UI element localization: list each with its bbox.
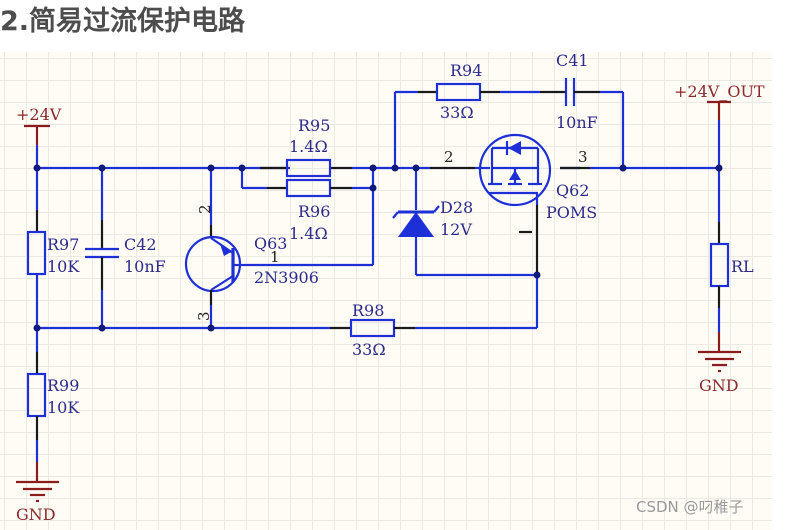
resistor-r99: R99 10K (26, 328, 80, 462)
r97-value: 10K (47, 257, 80, 276)
c42-value: 10nF (124, 257, 166, 276)
mosfet-q62: 2 3 Q62 POMS (444, 133, 597, 275)
junction-dot (715, 164, 723, 172)
d28-value: 12V (440, 220, 472, 239)
gnd-left-label: GND (16, 505, 56, 524)
resistor-rl: RL (709, 168, 754, 332)
schematic-image: +24V R97 10K C42 10nF R95 1.4Ω (0, 52, 772, 530)
q62-ref: Q62 (556, 181, 589, 200)
r95-ref: R95 (298, 116, 330, 135)
gnd-symbol-left: GND (16, 462, 59, 524)
r98-ref: R98 (352, 301, 384, 320)
junction-dot (619, 164, 627, 172)
vin-power-port: +24V (16, 105, 62, 145)
r99-value: 10K (47, 398, 80, 417)
junction-dot (238, 164, 246, 172)
vout-label: +24V_OUT (674, 82, 765, 101)
q62-value: POMS (546, 203, 597, 222)
q62-pin-drain: 3 (578, 148, 588, 166)
junction-dot (369, 164, 377, 172)
resistor-r96: R96 1.4Ω (240, 168, 373, 243)
junction-dot (98, 164, 106, 172)
resistor-r94: R94 33Ω (435, 61, 482, 122)
section-heading: 2.简易过流保护电路 (0, 6, 246, 37)
junction-dot (33, 324, 41, 332)
junction-dot (207, 164, 215, 172)
junction-dot (533, 271, 541, 279)
r99-ref: R99 (47, 376, 79, 395)
vin-label: +24V (16, 105, 62, 124)
resistor-r97: R97 10K (26, 168, 80, 328)
r98-value: 33Ω (352, 340, 386, 359)
q63-ref: Q63 (254, 234, 287, 253)
gnd-right-label: GND (699, 376, 739, 395)
watermark: CSDN @叼稚子 (636, 498, 744, 516)
c41-ref: C41 (556, 52, 589, 70)
d28-ref: D28 (440, 198, 473, 217)
resistor-r95: R95 1.4Ω (285, 116, 332, 178)
r96-value: 1.4Ω (289, 224, 328, 243)
rl-ref: RL (731, 257, 754, 276)
junction-dot (207, 324, 215, 332)
transistor-q63: 2 1 3 Q63 2N3906 (184, 168, 319, 328)
q62-pin-source: 2 (444, 148, 454, 166)
gnd-symbol-right: GND (698, 332, 741, 395)
capacitor-c41: C41 10nF (556, 52, 598, 132)
vout-power-port: +24V_OUT (674, 82, 765, 168)
circuit-diagram: +24V R97 10K C42 10nF R95 1.4Ω (16, 52, 765, 524)
junction-dot (33, 164, 41, 172)
r97-ref: R97 (47, 235, 79, 254)
r95-value: 1.4Ω (289, 137, 328, 156)
c42-ref: C42 (124, 235, 157, 254)
r94-ref: R94 (450, 61, 482, 80)
capacitor-c42: C42 10nF (85, 168, 166, 328)
q63-pin-collector: 3 (195, 311, 213, 321)
resistor-r98: R98 33Ω (349, 301, 396, 359)
r96-ref: R96 (298, 202, 330, 221)
q63-value: 2N3906 (254, 268, 319, 287)
junction-dot (98, 324, 106, 332)
junction-dot (412, 164, 420, 172)
junction-dot (391, 164, 399, 172)
q63-pin-base: 1 (270, 248, 280, 266)
zener-diode-d28: D28 12V (392, 168, 537, 277)
q63-pin-emitter: 2 (196, 204, 214, 214)
junction-dot (369, 184, 377, 192)
c41-value: 10nF (556, 113, 598, 132)
junction-dots (33, 164, 723, 332)
r94-value: 33Ω (440, 103, 474, 122)
